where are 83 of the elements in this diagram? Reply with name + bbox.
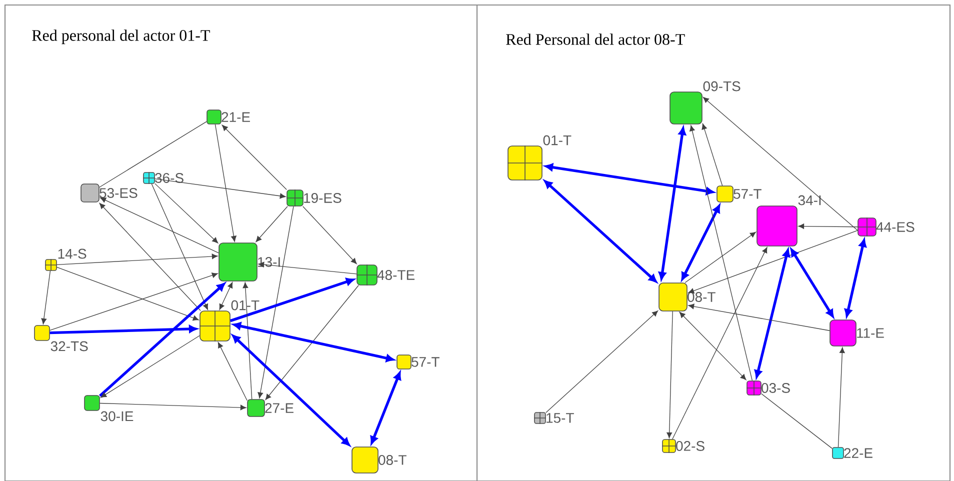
node-label: 22-E [844,448,872,458]
node-label: 53-ES [100,188,138,198]
node-label: 30-IE [100,411,134,422]
arrow [56,254,218,266]
arrow [214,124,236,242]
actor-square: 27-E [247,399,294,417]
arrow [232,334,350,446]
arrow [688,304,830,331]
arrow [684,232,756,283]
actor-square: 09-TS [670,81,740,124]
actor-square: 19-ES [286,189,342,207]
arrow [798,224,858,229]
arrow [690,125,753,381]
arrow [681,204,720,280]
arrow [666,311,673,438]
node-label: 01-T [543,135,572,146]
arrow [844,239,866,317]
arrow [56,266,199,321]
actor-square: 15-T [534,412,574,424]
actor-square: 53-ES [80,184,138,202]
node-label: 14-S [58,248,86,259]
arrow [546,310,658,413]
arrow [672,247,768,440]
arrow [219,282,233,310]
actor-square: 11-E [830,320,884,346]
node-label: 32-TS [50,341,88,352]
actor-square: 36-S [142,172,184,184]
arrow [222,124,287,190]
arrow [242,282,252,400]
arrow [258,206,294,398]
node-label: 21-E [222,112,250,122]
node-label: 57-T [412,357,440,367]
arrow [545,163,714,195]
arrow [258,262,357,274]
arrow [790,248,834,318]
arrow [154,178,286,199]
node-label: 02-S [676,441,704,451]
arrow [265,285,359,400]
arrow [99,282,226,397]
arrow [658,127,686,280]
arrow [50,325,197,334]
arrow [544,180,657,282]
arrow [100,402,246,410]
arrow [302,206,357,264]
actor-square: 22-E [832,447,872,459]
node-label: 27-E [265,403,294,413]
actor-square: 30-IE [84,395,134,422]
arrow [679,312,746,380]
actor-square: 57-T [396,354,440,370]
actor-square: 01-T [507,135,572,181]
arrow [233,322,394,362]
node-label: 08-T [688,292,716,302]
node-label: 09-TS [703,81,740,92]
node-label: 11-E [857,328,884,338]
node-label: 19-ES [304,193,342,203]
arrow [256,206,288,242]
actor-square: 08-T [658,282,716,312]
arrow [702,124,723,186]
actor-square: 02-S [662,438,704,454]
arrow [370,372,402,444]
arrow [702,96,858,231]
arrow [100,198,219,254]
arrow [100,335,200,398]
arrow [754,249,790,378]
arrow [230,278,354,322]
arrow [50,272,218,331]
arrow [99,202,201,311]
actor-square: 32-TS [34,325,88,352]
actor-square: 03-S [746,380,790,396]
actor-square: 14-S [44,248,86,272]
node-label: 15-T [546,413,574,423]
arrow [838,347,845,448]
actor-square: 21-E [206,110,250,124]
node-label: 03-S [762,383,790,393]
arrow [154,183,218,244]
node-label: 36-S [155,173,184,183]
arrow [151,184,208,310]
actor-square: 08-T [352,446,406,474]
arrow [218,342,248,401]
node-label: 08-T [378,455,406,465]
node-label: 34-I [798,195,821,206]
arrow [688,230,858,294]
arrow [41,270,51,324]
